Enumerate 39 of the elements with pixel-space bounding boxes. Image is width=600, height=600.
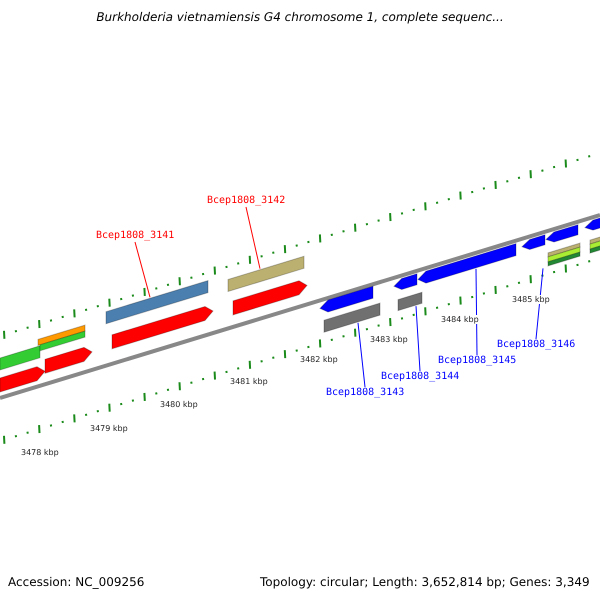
gene-label: Bcep1808_3144: [381, 371, 460, 383]
gene-feature: [324, 302, 380, 333]
gene-label: Bcep1808_3146: [497, 339, 576, 351]
gene-feature: [398, 292, 422, 312]
gene-feature: [106, 280, 208, 324]
scale-label: 3479 kbp: [90, 424, 128, 433]
leader-line: [416, 306, 420, 372]
gene-feature: [44, 346, 93, 374]
leader-line: [358, 322, 366, 388]
gene-feature: [548, 242, 580, 267]
scale-label: 3483 kbp: [370, 335, 408, 344]
leader-line: [536, 268, 544, 340]
leader-line: [134, 242, 150, 298]
scale-label: 3484 kbp: [441, 315, 479, 324]
gene-feature: [0, 345, 40, 371]
gene-label: Bcep1808_3141: [96, 230, 174, 242]
gene-feature: [0, 366, 46, 393]
footer-text: Accession: NC_009256: [8, 575, 144, 589]
gene-feature: [521, 234, 546, 250]
scale-label: 3480 kbp: [160, 400, 198, 409]
gene-feature: [232, 280, 308, 316]
gene-label: Bcep1808_3142: [207, 195, 286, 207]
leader-line: [476, 268, 478, 356]
gene-feature: [319, 286, 374, 313]
title: Burkholderia vietnamiensis G4 chromosome 1, complete sequenc...: [95, 10, 505, 24]
gene-feature: [40, 330, 86, 352]
footer-text: Topology: circular; Length: 3,652,814 bp; Genes: 3,349: [260, 575, 590, 589]
gene-feature: [112, 306, 214, 350]
scale-label: 3478 kbp: [21, 448, 59, 457]
leader-line: [246, 206, 260, 270]
gene-feature: [393, 273, 418, 290]
gene-label: Bcep1808_3145: [438, 355, 516, 367]
gene-label: Bcep1808_3143: [326, 387, 404, 399]
scale-label: 3485 kbp: [512, 295, 550, 304]
scale-label: 3481 kbp: [230, 377, 268, 386]
gene-feature: [417, 242, 516, 284]
gene-feature: [545, 224, 578, 243]
gene-feature: [228, 256, 304, 292]
scale-label: 3482 kbp: [300, 355, 338, 364]
